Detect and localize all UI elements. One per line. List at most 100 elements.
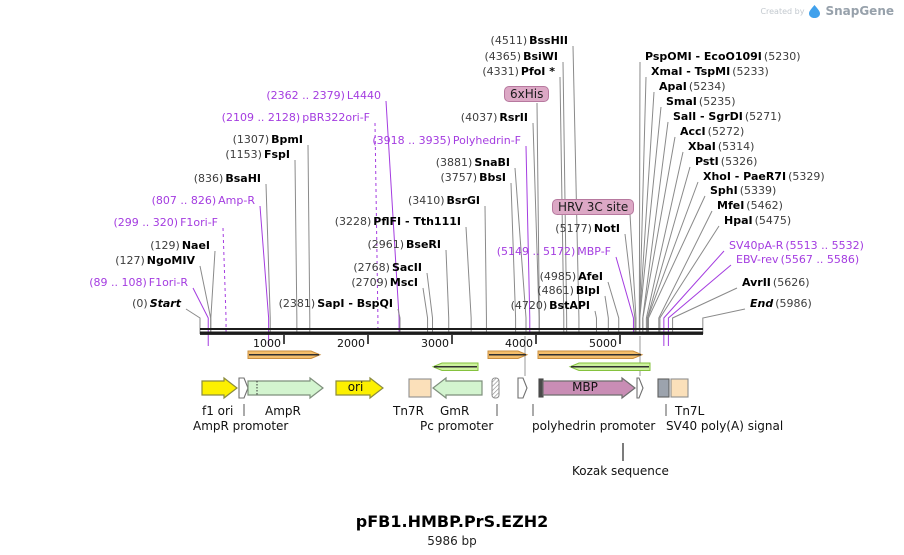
gmr-label: GmR <box>440 404 470 418</box>
sacii-name: SacII <box>391 261 422 274</box>
amp-r-label: (807 .. 826)Amp-R <box>152 194 257 207</box>
end-label: End(5986) <box>748 297 812 310</box>
smai-position: (5235) <box>698 95 736 108</box>
snabi-position: (3881) <box>435 156 473 169</box>
xhoi-label: XhoI - PaeR7I(5329) <box>701 170 825 183</box>
end-connector-line <box>702 308 746 334</box>
fspi-label: (1153)FspI <box>225 148 292 161</box>
bseri-position: (2961) <box>367 238 405 251</box>
plasmid-size: 5986 bp <box>427 534 477 548</box>
sphi-name: SphI <box>710 184 738 197</box>
ngomiv-position: (127) <box>115 254 145 267</box>
end-position: (5986) <box>775 297 812 310</box>
mbp-feature-arrow <box>542 376 636 400</box>
title-block: pFB1.HMBP.PrS.EZH2 5986 bp <box>199 512 705 548</box>
ebv-rev-label: EBV-rev(5567 .. 5586) <box>734 253 859 266</box>
ruler-label-4000: 4000 <box>505 337 533 350</box>
ngomiv-connector-line <box>199 265 212 334</box>
hpai-label: HpaI(5475) <box>722 214 791 227</box>
l4440-position: (2362 .. 2379) <box>266 89 345 102</box>
bstapi-name: BstAPI <box>549 299 590 312</box>
bseri-label: (2961)BseRI <box>367 238 443 251</box>
tn7r-feature-box <box>408 378 432 398</box>
sv40-polya-label: SV40 poly(A) signal <box>666 419 784 433</box>
blpi-label: (4861)BlpI <box>537 284 602 297</box>
blpi-position: (4861) <box>537 284 574 297</box>
f1ori-r-label: (89 .. 108)F1ori-R <box>89 276 190 289</box>
bpmi-label: (1307)BpmI <box>233 133 305 146</box>
f1-ori-label: f1 ori <box>202 404 234 418</box>
afei-position: (4985) <box>539 270 577 283</box>
ruler-label-5000: 5000 <box>589 337 617 350</box>
rsrii-name: RsrII <box>499 111 528 124</box>
bsiwi-name: BsiWI <box>523 50 558 63</box>
sapi-name: SapI - BspQI <box>317 297 393 310</box>
fspi-name: FspI <box>263 148 290 161</box>
f1ori-f-connector-line <box>222 227 227 334</box>
f1ori-r-name: F1ori-R <box>148 276 188 289</box>
acci-position: (5272) <box>707 125 745 138</box>
bsrgi-position: (3410) <box>407 194 445 207</box>
amp-r-connector-line <box>259 205 270 346</box>
mfei-label: MfeI(5462) <box>715 199 783 212</box>
bsahi-label: (836)BsaHI <box>194 172 263 185</box>
bsshii-position: (4511) <box>490 34 528 47</box>
ruler-label-3000: 3000 <box>421 337 449 350</box>
sv40-polya-feature-box <box>657 378 670 398</box>
f1ori-f-name: F1ori-F <box>180 216 218 229</box>
avrii-label: AvrII(5626) <box>740 276 809 289</box>
watermark: Created by SnapGene <box>760 4 894 18</box>
xmai-name: XmaI - TspMI <box>651 65 731 78</box>
bsrgi-label: (3410)BsrGI <box>408 194 482 207</box>
smai-name: SmaI <box>666 95 697 108</box>
avrii-position: (5626) <box>772 276 810 289</box>
msci-position: (2709) <box>351 276 388 289</box>
blpi-name: BlpI <box>575 284 600 297</box>
psti-name: PstI <box>695 155 719 168</box>
pc-promoter-shape-hatched-shape <box>491 377 500 399</box>
bseri-name: BseRI <box>406 238 441 251</box>
bpmi-name: BpmI <box>271 133 303 146</box>
bsrgi-connector-line <box>484 205 487 334</box>
bbsi-name: BbsI <box>479 171 506 184</box>
map-line-bottom <box>200 331 703 335</box>
naei-name: NaeI <box>181 239 210 252</box>
naei-label: (129)NaeI <box>150 239 212 252</box>
end-name: End <box>750 297 774 310</box>
snabi-name: SnaBI <box>474 156 510 169</box>
mfei-position: (5462) <box>746 199 783 212</box>
polyhedrin-f-name: Polyhedrin-F <box>452 134 521 147</box>
bsiwi-position: (4365) <box>484 50 522 63</box>
l4440-name: L4440 <box>346 89 381 102</box>
polyhedrin-f-label: (3918 .. 3935)Polyhedrin-F <box>372 134 523 147</box>
polyhedrin-f-position: (3918 .. 3935) <box>372 134 451 147</box>
ori-feature-arrow <box>335 376 384 400</box>
amp-r-name: Amp-R <box>218 194 255 207</box>
pbr322ori-f-label: (2109 .. 2128)pBR322ori-F <box>222 111 372 124</box>
xhoi-name: XhoI - PaeR7I <box>703 170 787 183</box>
noti-label: (5177)NotI <box>555 222 622 235</box>
mfei-name: MfeI <box>717 199 745 212</box>
xbai-name: XbaI <box>688 140 716 153</box>
sv40pa-r-name: SV40pA-R <box>729 239 784 252</box>
sali-name: SalI - SgrDI <box>673 110 743 123</box>
start-label: (0)Start <box>132 297 183 310</box>
pbr322ori-f-position: (2109 .. 2128) <box>221 111 301 124</box>
f1ori-f-position: (299 .. 320) <box>113 216 179 229</box>
hpai-name: HpaI <box>724 214 753 227</box>
fspi-position: (1153) <box>225 148 262 161</box>
msci-label: (2709)MscI <box>351 276 420 289</box>
f1ori-r-position: (89 .. 108) <box>89 276 147 289</box>
tn7l-feature-box <box>670 378 689 398</box>
bpmi-position: (1307) <box>232 133 270 146</box>
xmai-position: (5233) <box>732 65 769 78</box>
6xhis-tag: 6xHis <box>504 86 550 102</box>
pflfi-position: (3228) <box>334 215 372 228</box>
bsahi-position: (836) <box>193 172 224 185</box>
watermark-brand: SnapGene <box>825 4 894 18</box>
tn7r-label: Tn7R <box>393 404 424 418</box>
bsahi-name: BsaHI <box>225 172 261 185</box>
tn7l-label: Tn7L <box>675 404 705 418</box>
map-line-top <box>200 328 703 330</box>
